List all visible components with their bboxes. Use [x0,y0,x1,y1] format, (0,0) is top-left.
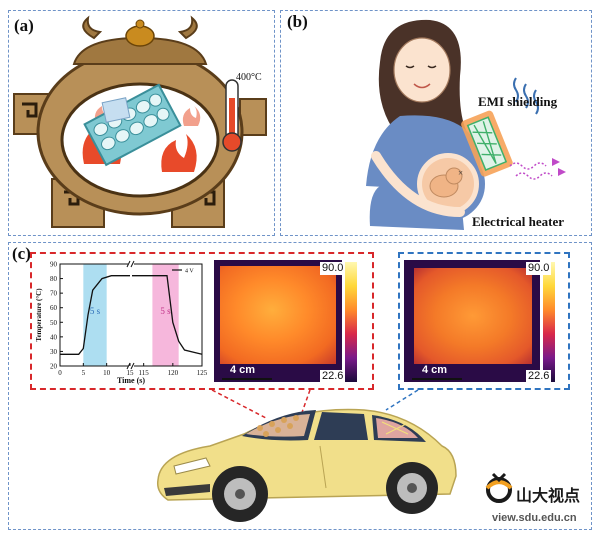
electrical-heater-label: Electrical heater [472,214,565,229]
shade-label-0: 5 s [90,306,101,316]
panel-b-label: (b) [287,12,308,31]
x-tick-label-6: 125 [197,369,208,377]
x-tick-label-3: 15 [127,369,135,377]
y-tick-label-5: 70 [50,290,58,298]
colorbar-windshield [345,262,357,382]
thermal-image-windshield [214,260,342,382]
y-tick-label-3: 50 [50,319,58,327]
scale-label-window: 4 cm [422,364,448,376]
svg-text:×: × [458,168,463,178]
sdu-logo-icon [485,472,513,503]
panel-a [8,10,275,236]
y-tick-label-7: 90 [50,261,58,269]
scale-bar-window [412,378,462,380]
car-illustration [156,389,457,522]
axis-break-top-gap [128,260,134,268]
y-tick-label-1: 30 [50,348,58,356]
shade-region-1 [152,264,179,366]
y-tick-label-0: 20 [50,363,58,371]
colorbar-window [543,262,555,382]
watermark-text: 山大视点 [516,488,581,505]
y-tick-label-2: 40 [50,333,58,341]
panel-c [8,242,592,530]
window-data-box [398,252,570,390]
colorbar-max-windshield: 90.0 [320,262,346,275]
pregnant-woman-illustration: × [366,19,566,230]
y-tick-label-6: 80 [50,275,58,283]
thermometer-label: 400°C [236,72,262,83]
panel-c-label: (c) [12,244,31,263]
x-tick-label-1: 5 [82,369,86,377]
colorbar-min-window: 22.6 [526,370,552,383]
shade-label-1: 5 s [160,306,171,316]
axis-break-bottom-gap [128,362,134,370]
axis-break-top [126,260,135,268]
x-axis-label: Time (s) [117,376,145,385]
panel-a-label: (a) [14,16,34,35]
y-tick-label-4: 60 [50,304,58,312]
watermark-url: view.sdu.edu.cn [492,512,577,524]
legend-label: 4 V [185,269,194,275]
x-tick-label-5: 120 [168,369,179,377]
temperature-chart: 5 s 5 s 20 30 40 50 60 70 80 90 0 5 10 15 115 120 125 4 V… [35,260,208,385]
thermal-image-window [404,260,540,382]
y-axis-label: Temperature (°C) [35,288,43,342]
scale-label-windshield: 4 cm [230,364,256,376]
scale-bar-windshield [222,378,272,380]
colorbar-min-windshield: 22.6 [320,370,346,383]
colorbar-max-window: 90.0 [526,262,552,275]
x-tick-label-4: 115 [139,369,150,377]
furnace-illustration [13,15,267,228]
windshield-data-box [30,252,374,390]
x-tick-label-2: 10 [103,369,111,377]
series-line-left [60,275,130,355]
series-line-right [132,275,203,355]
emi-shielding-label: EMI shielding [478,94,558,109]
panel-b [280,10,592,236]
shade-region-0 [83,264,107,366]
x-tick-label-0: 0 [58,369,62,377]
